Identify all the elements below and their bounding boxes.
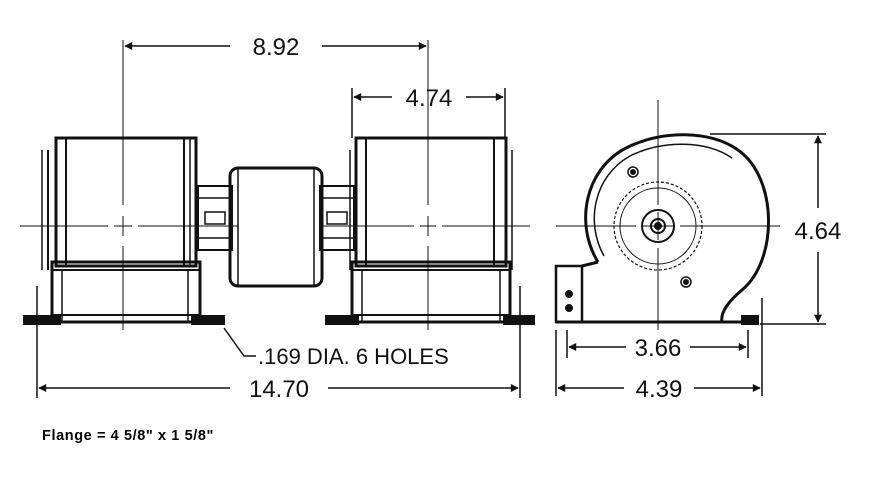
mounting-screws <box>627 166 692 288</box>
dim-housing-width-label: 4.39 <box>636 376 683 403</box>
front-dimension-lines <box>36 42 521 398</box>
right-blower-housing <box>349 136 513 324</box>
dim-overall-length-label: 14.70 <box>249 376 309 403</box>
scroll-housing <box>581 133 770 323</box>
center-lines <box>20 40 530 330</box>
side-view <box>554 100 780 330</box>
front-view <box>20 40 535 330</box>
dim-flange-base-width-label: 3.66 <box>635 335 682 362</box>
holes-note: .169 DIA. 6 HOLES <box>258 344 449 369</box>
center-motor <box>197 166 355 288</box>
dim-wheel-width-label: 4.74 <box>406 85 453 112</box>
mounting-feet <box>23 315 535 325</box>
flange-note: Flange = 4 5/8" x 1 5/8" <box>42 428 215 444</box>
dim-height-label: 4.64 <box>795 218 842 245</box>
flange-base <box>554 264 759 325</box>
left-blower-housing <box>41 136 202 324</box>
dim-shaft-centers-label: 8.92 <box>253 34 300 61</box>
side-dimension-lines <box>555 133 826 396</box>
side-center-lines <box>556 100 780 330</box>
